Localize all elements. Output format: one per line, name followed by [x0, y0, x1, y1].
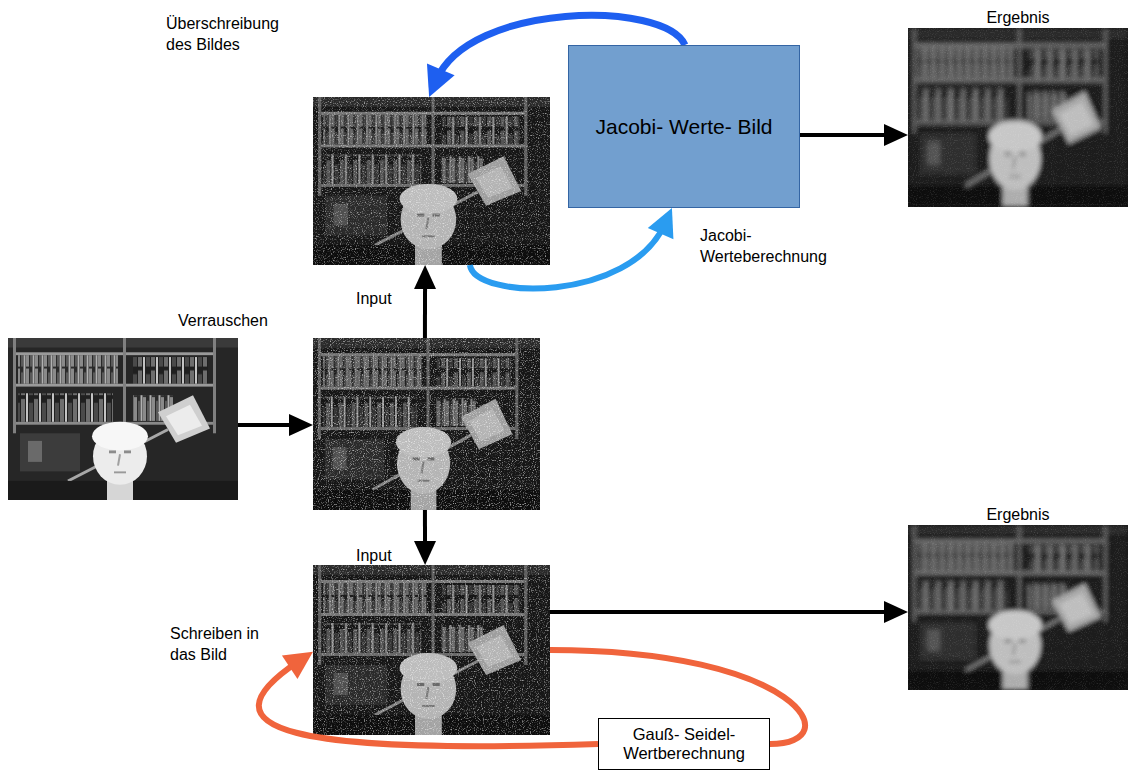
label-slot: Input: [356, 546, 416, 567]
arrow-head: [884, 124, 908, 146]
connector-line: [550, 610, 894, 614]
photo-scene: [313, 338, 540, 510]
image-frame: [313, 338, 540, 510]
arrow-head: [282, 652, 313, 679]
result-photo: [908, 28, 1128, 207]
noise-overlay: [908, 28, 1128, 207]
arrow-head: [884, 601, 908, 623]
edge-label: Überschreibung des Bildes: [166, 14, 296, 56]
edge-label: Schreiben in das Bild: [170, 624, 270, 666]
arrow-head: [289, 414, 313, 436]
connector-line: [800, 133, 894, 137]
result-photo: [908, 525, 1128, 690]
image-frame: [313, 565, 550, 735]
edge-label: Verrauschen: [178, 311, 298, 332]
label-slot: Jacobi- Werteberechnung: [700, 226, 850, 268]
connector: [238, 414, 313, 436]
arrow-head: [414, 265, 436, 289]
photo-scene: [313, 97, 550, 265]
process-box: Jacobi- Werte- Bild: [568, 45, 800, 208]
connector: [550, 601, 908, 623]
image-heading: Ergebnis: [908, 505, 1128, 525]
result-frame: Ergebnis: [908, 8, 1128, 207]
label-slot: Verrauschen: [178, 311, 298, 332]
connector: [414, 265, 436, 338]
noise-overlay: [313, 338, 540, 510]
process-box: Gauß- Seidel- Wertberechnung: [598, 718, 770, 770]
photo-scene: [908, 525, 1128, 690]
box-label: Gauß- Seidel- Wertberechnung: [605, 725, 763, 763]
edge-label: Jacobi- Werteberechnung: [700, 226, 850, 268]
photo-scene: [313, 565, 550, 735]
connector: [259, 652, 598, 747]
photo-ground: [908, 28, 1128, 207]
noise-overlay: [313, 97, 550, 265]
noise-overlay: [908, 525, 1128, 690]
image-frame: [313, 97, 550, 265]
connector: [800, 124, 908, 146]
edge-label: Input: [356, 546, 416, 567]
box-label: Jacobi- Werte- Bild: [595, 114, 772, 139]
photo-scene: [8, 338, 238, 500]
noise-overlay: [313, 565, 550, 735]
noisy-photo: [313, 97, 550, 265]
edge-label: Input: [356, 289, 416, 310]
arrow-head: [414, 541, 436, 565]
noisy-photo: [313, 565, 550, 735]
photo-scene: [908, 28, 1128, 207]
label-slot: Input: [356, 289, 416, 310]
noisy-photo: [313, 338, 540, 510]
connector-line: [470, 223, 665, 288]
image-heading: Ergebnis: [908, 8, 1128, 28]
original-photo: [8, 338, 238, 500]
image-frame: [8, 338, 238, 500]
photo-ground: [908, 525, 1128, 690]
connector: [414, 510, 436, 565]
result-frame: Ergebnis: [908, 505, 1128, 690]
label-slot: Überschreibung des Bildes: [166, 14, 296, 56]
arrow-head: [648, 208, 674, 239]
connector-line: [259, 661, 598, 746]
label-slot: Schreiben in das Bild: [170, 624, 270, 666]
connector: [470, 208, 674, 288]
arrow-head: [427, 64, 455, 97]
